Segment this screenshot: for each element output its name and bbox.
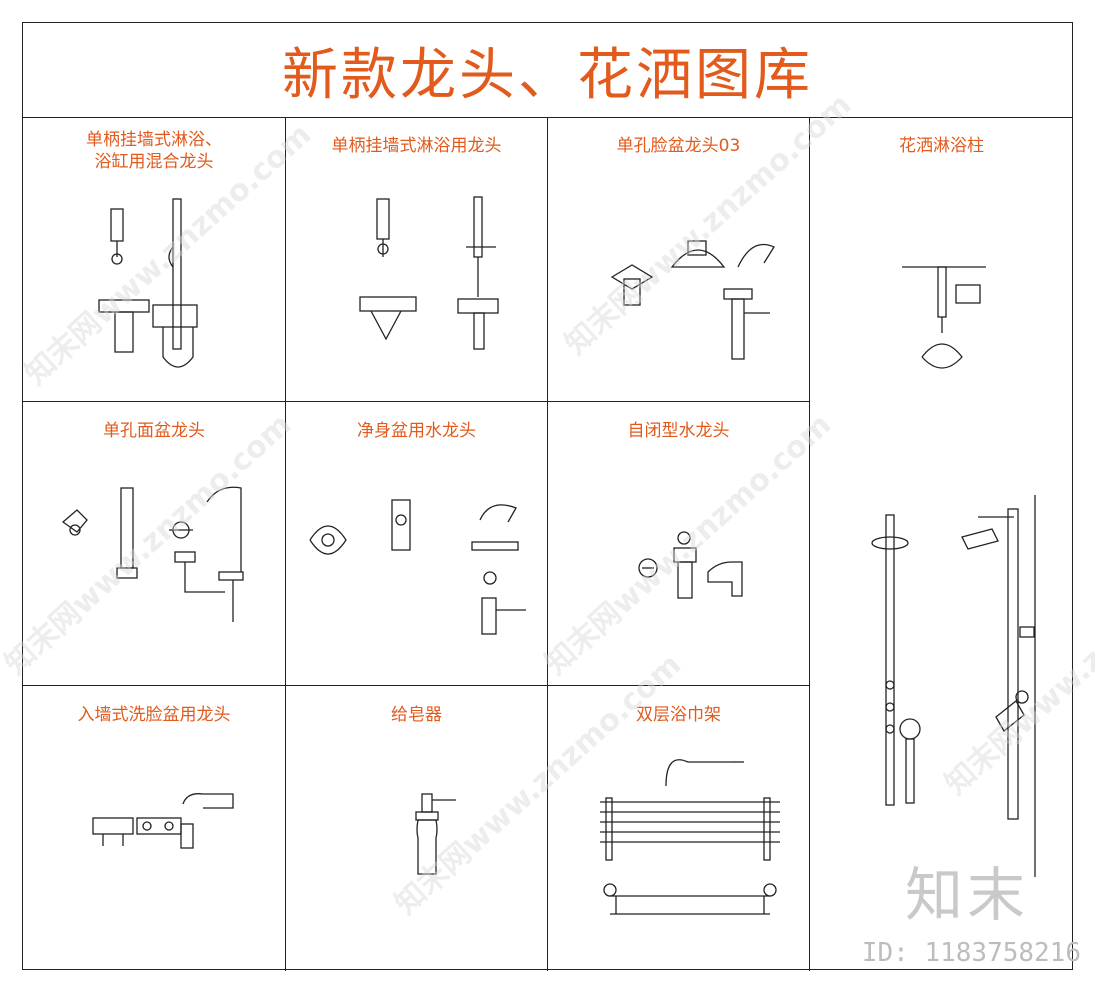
cell-label: 给皂器 bbox=[391, 705, 442, 725]
cell-basin-faucet-03: 单孔脸盆龙头03 bbox=[548, 117, 810, 402]
cell-label: 双层浴巾架 bbox=[636, 705, 721, 725]
cell-bidet-faucet: 净身盆用水龙头 bbox=[286, 402, 548, 686]
in-wall-basin-drawing bbox=[92, 793, 234, 849]
basin-faucet-03-drawing bbox=[610, 240, 775, 360]
cell-label: 单孔面盆龙头 bbox=[103, 421, 205, 441]
cell-label: 单孔脸盆龙头03 bbox=[616, 136, 741, 156]
cell-label: 入墙式洗脸盆用龙头 bbox=[77, 705, 231, 725]
double-towel-rack-drawing bbox=[600, 759, 780, 915]
single-hole-basin-drawing bbox=[61, 486, 244, 622]
self-closing-faucet-drawing bbox=[638, 531, 743, 599]
cell-label: 单柄挂墙式淋浴用龙头 bbox=[331, 136, 502, 156]
id-text: ID: 1183758216 bbox=[861, 938, 1081, 968]
brand-logo: 知末 bbox=[904, 861, 1029, 929]
shower-column-drawing bbox=[871, 266, 1036, 877]
cell-shower-column: 花洒淋浴柱 bbox=[810, 117, 1073, 970]
cell-label: 单柄挂墙式淋浴、 浴缸用混合龙头 bbox=[86, 130, 222, 172]
drawing-sheet: 新款龙头、花洒图库 单柄挂墙式淋浴、 浴缸用混合龙头 单柄挂墙式淋浴用龙头 bbox=[22, 22, 1073, 971]
cell-single-hole-basin: 单孔面盆龙头 bbox=[23, 402, 286, 686]
wall-mixer-shower-drawing bbox=[359, 196, 499, 350]
bidet-faucet-drawing bbox=[309, 499, 526, 635]
cell-label: 净身盆用水龙头 bbox=[357, 421, 476, 441]
wall-mixer-bath-drawing bbox=[98, 198, 198, 368]
page-title: 新款龙头、花洒图库 bbox=[23, 23, 1072, 118]
cell-soap-dispenser: 给皂器 bbox=[286, 686, 548, 971]
soap-dispenser-drawing bbox=[415, 793, 456, 875]
cell-label: 花洒淋浴柱 bbox=[899, 136, 984, 156]
cell-self-closing-faucet: 自闭型水龙头 bbox=[548, 402, 810, 686]
cell-wall-mixer-bath: 单柄挂墙式淋浴、 浴缸用混合龙头 bbox=[23, 117, 286, 402]
cell-double-towel-rack: 双层浴巾架 bbox=[548, 686, 810, 971]
cell-in-wall-basin: 入墙式洗脸盆用龙头 bbox=[23, 686, 286, 971]
cell-wall-mixer-shower: 单柄挂墙式淋浴用龙头 bbox=[286, 117, 548, 402]
cell-label: 自闭型水龙头 bbox=[627, 421, 730, 441]
